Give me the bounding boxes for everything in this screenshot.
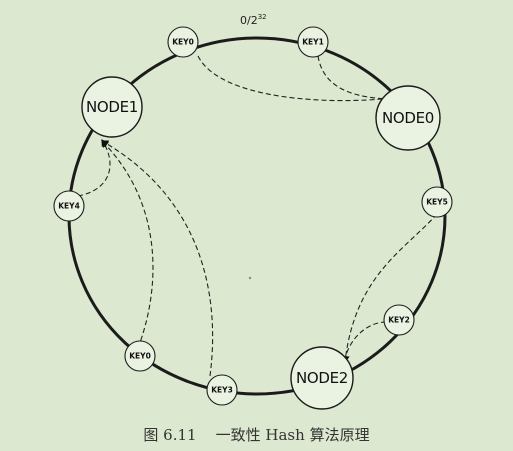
node-label: NODE1 [86, 98, 138, 116]
ring-origin-label: 0/232 [240, 13, 267, 27]
node-label: NODE0 [382, 109, 434, 127]
key-label: KEY0 [129, 352, 151, 361]
key-label: KEY1 [302, 38, 324, 47]
key-label: KEY2 [388, 316, 410, 325]
arrow-key2-to-node2 [341, 321, 387, 363]
ring-origin-base: 0/2 [240, 14, 258, 27]
node-label: NODE2 [296, 369, 348, 387]
node-node0: NODE0 [375, 85, 441, 151]
key-label: KEY0 [172, 38, 194, 47]
arrow-key5-to-node2 [341, 213, 438, 363]
key-key4: KEY4 [53, 190, 85, 222]
arrow-key0-bottom-to-node1 [101, 140, 154, 349]
key-key0-bottom: KEY0 [124, 340, 156, 372]
ring-origin-exponent: 32 [258, 13, 267, 21]
consistent-hash-ring-diagram: 0/232 NODE1 NODE0 NODE2 KEY0 KEY1 [53, 13, 453, 410]
node-node2: NODE2 [290, 346, 354, 410]
key-key1: KEY1 [297, 26, 329, 58]
figure-caption: 图 6.11 一致性 Hash 算法原理 [143, 426, 370, 444]
key-key3: KEY3 [206, 374, 238, 406]
key-key2: KEY2 [383, 304, 415, 336]
arrow-key1-to-node0 [317, 55, 393, 103]
key-key0-top: KEY0 [167, 26, 199, 58]
arrow-key3-to-node1 [101, 140, 214, 377]
key-label: KEY5 [426, 198, 448, 207]
key-label: KEY4 [58, 202, 80, 211]
center-dot [248, 276, 252, 280]
key-label: KEY3 [211, 386, 233, 395]
node-node1: NODE1 [81, 76, 143, 138]
arrow-key0-top-to-node0 [197, 55, 393, 103]
key-key5: KEY5 [421, 186, 453, 218]
